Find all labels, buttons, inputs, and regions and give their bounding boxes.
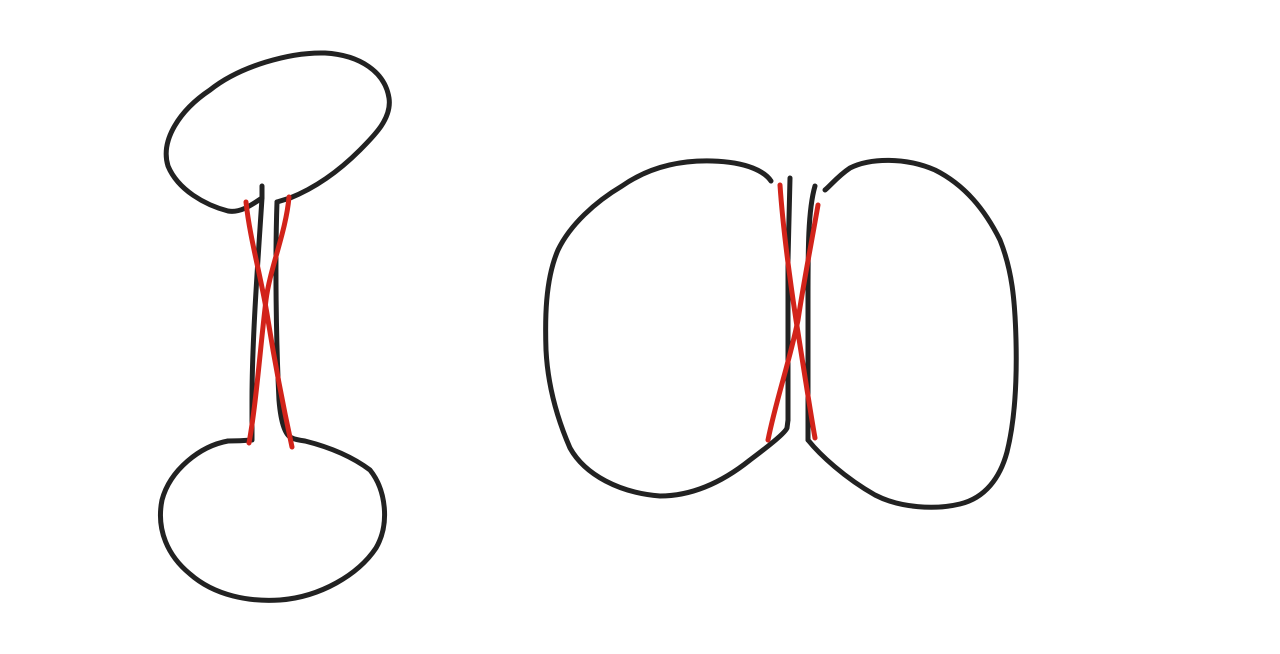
red-crossing-strand-a: [243, 199, 295, 450]
dumbbell-figure: [157, 50, 392, 603]
top-loop-outline: [163, 50, 392, 214]
bottom-loop-outline: [157, 435, 388, 603]
red-crossing-strand-b: [765, 202, 821, 443]
red-crossing-strand-b: [246, 194, 292, 446]
double-lobe-figure: [543, 157, 1019, 510]
left-lobe-outline: [543, 158, 791, 499]
neck-left-edge: [225, 195, 265, 444]
neck-left-edge: [785, 175, 793, 423]
right-lobe-outline: [805, 157, 1019, 510]
neck-right-edge: [805, 183, 818, 443]
